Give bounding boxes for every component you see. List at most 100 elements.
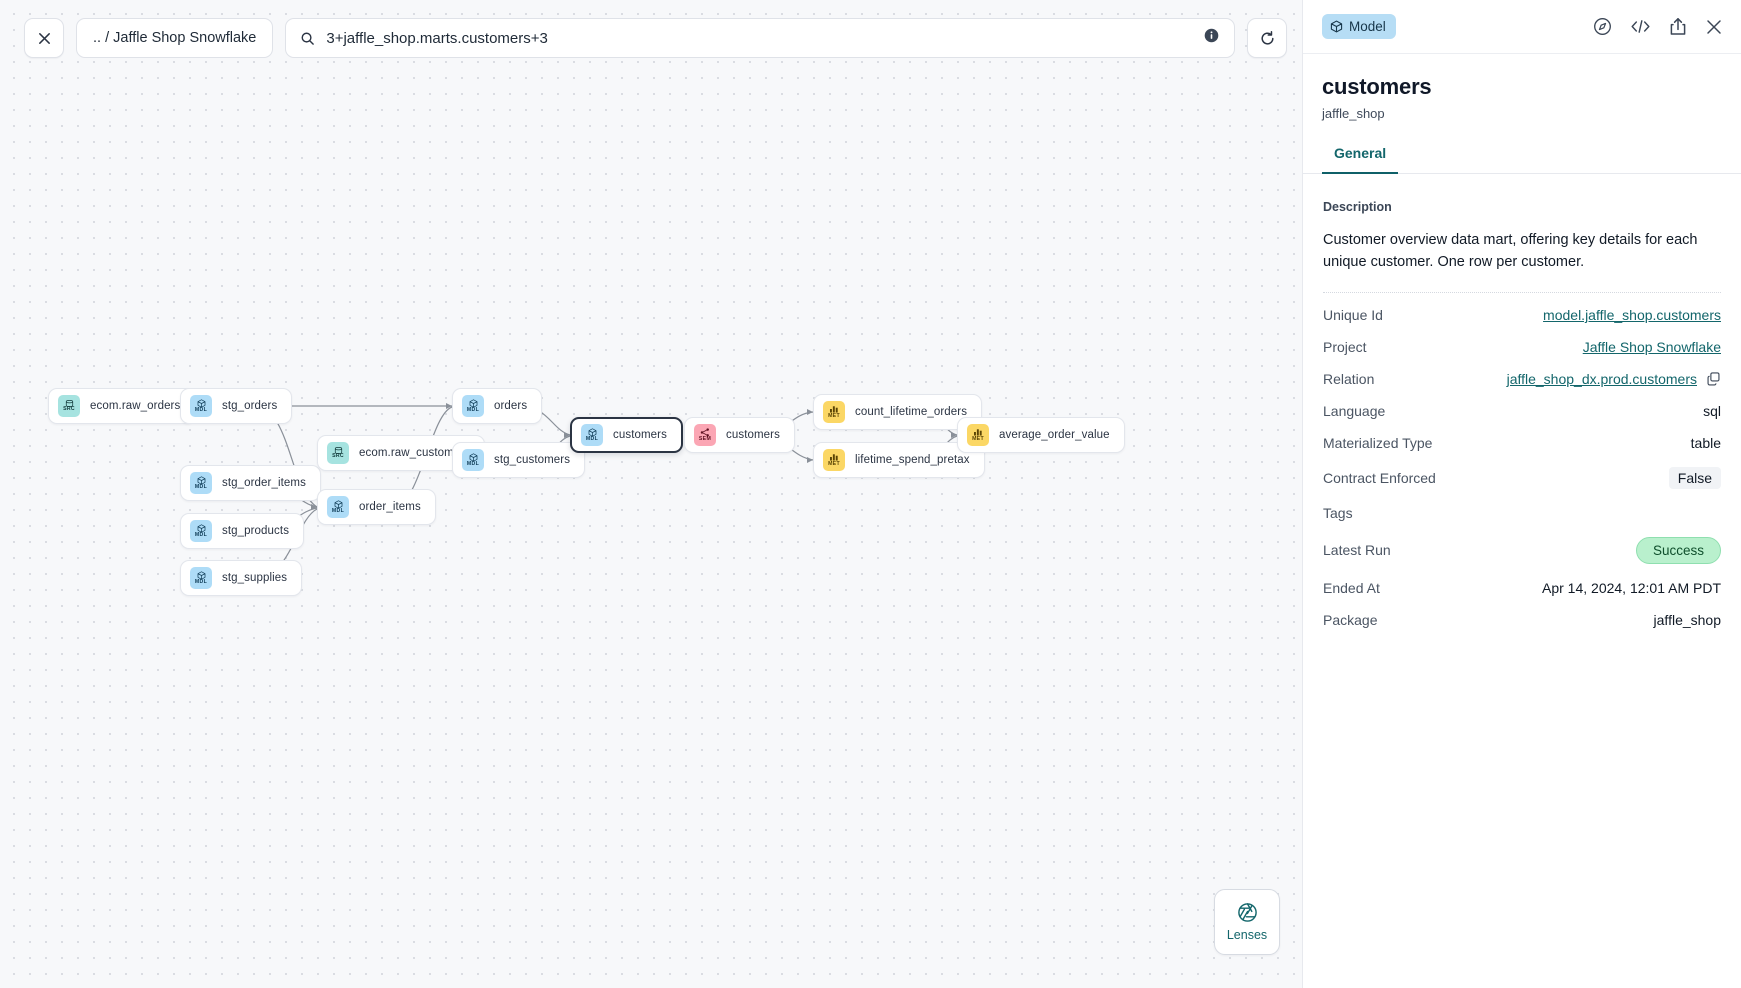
cube-icon	[469, 399, 477, 408]
share-nodes-icon	[700, 428, 709, 437]
field-key: Relation	[1323, 370, 1375, 387]
cube-icon	[197, 524, 205, 533]
metric-badge: MET	[967, 424, 989, 446]
field-key: Package	[1323, 611, 1378, 628]
detail-tabs: General	[1303, 145, 1741, 174]
graph-node-customers-model-selected[interactable]: MDL customers	[570, 417, 683, 453]
close-icon	[38, 32, 50, 44]
field-key: Materialized Type	[1323, 434, 1433, 451]
lineage-search-value: 3+jaffle_shop.marts.customers+3	[326, 29, 548, 47]
field-value: jaffle_shop_dx.prod.customers	[1507, 371, 1721, 387]
info-icon	[1205, 28, 1219, 43]
database-icon	[334, 446, 342, 454]
cube-icon	[469, 453, 477, 462]
node-label: stg_order_items	[222, 477, 306, 489]
unique-id-link[interactable]: model.jaffle_shop.customers	[1543, 306, 1721, 323]
canvas-toolbar: .. / Jaffle Shop Snowflake 3+jaffle_shop…	[24, 18, 1288, 58]
field-row-project: Project Jaffle Shop Snowflake	[1323, 331, 1721, 363]
cube-icon	[588, 428, 596, 437]
model-badge: MDL	[190, 567, 212, 589]
graph-node-stg-order-items[interactable]: MDL stg_order_items	[180, 465, 321, 501]
node-label: stg_products	[222, 525, 290, 537]
field-key: Tags	[1323, 504, 1353, 521]
aperture-icon	[1237, 903, 1257, 922]
cube-icon	[197, 571, 205, 580]
code-icon	[1631, 20, 1650, 33]
explore-button[interactable]	[1593, 17, 1612, 36]
graph-node-stg-products[interactable]: MDL stg_products	[180, 513, 305, 549]
node-label: average_order_value	[999, 429, 1110, 441]
lenses-label: Lenses	[1226, 928, 1268, 942]
badge-text: MET	[972, 435, 984, 442]
source-badge: SRC	[58, 395, 80, 417]
cube-icon	[1330, 20, 1343, 33]
badge-text: SRC	[332, 453, 344, 460]
badge-text: MDL	[466, 461, 480, 468]
field-key: Ended At	[1323, 579, 1380, 596]
detail-panel-body: Description Customer overview data mart,…	[1303, 174, 1741, 988]
model-badge: MDL	[190, 520, 212, 542]
field-row-relation: Relation jaffle_shop_dx.prod.customers	[1323, 363, 1721, 395]
graph-node-stg-supplies[interactable]: MDL stg_supplies	[180, 560, 303, 596]
field-value: table	[1690, 434, 1721, 451]
node-type-pill[interactable]: Model	[1322, 14, 1396, 39]
view-code-button[interactable]	[1630, 18, 1651, 35]
project-link[interactable]: Jaffle Shop Snowflake	[1582, 338, 1721, 355]
panel-actions	[1593, 17, 1723, 36]
relation-link[interactable]: jaffle_shop_dx.prod.customers	[1506, 370, 1697, 387]
graph-node-stg-customers[interactable]: MDL stg_customers	[452, 442, 586, 478]
page-title: customers	[1322, 74, 1432, 99]
field-key: Language	[1323, 402, 1386, 419]
field-row-tags: Tags	[1323, 497, 1721, 529]
source-badge: SRC	[327, 442, 349, 464]
graph-node-ecom-raw-orders[interactable]: SRC ecom.raw_orders	[48, 388, 196, 424]
lineage-canvas[interactable]: .. / Jaffle Shop Snowflake 3+jaffle_shop…	[0, 0, 1302, 988]
field-key: Latest Run	[1323, 542, 1391, 559]
node-label: stg_supplies	[222, 572, 288, 584]
compass-icon	[1594, 18, 1611, 35]
lineage-search[interactable]: 3+jaffle_shop.marts.customers+3	[285, 18, 1236, 58]
bar-chart-icon	[830, 454, 838, 461]
contract-enforced-chip: False	[1668, 466, 1721, 489]
copy-relation-button[interactable]	[1706, 371, 1721, 386]
database-icon	[65, 399, 73, 407]
refresh-button[interactable]	[1247, 18, 1288, 58]
divider	[1323, 291, 1721, 293]
graph-node-customers-semantic[interactable]: SEM customers	[684, 417, 795, 453]
bar-chart-icon	[974, 429, 982, 436]
breadcrumb[interactable]: .. / Jaffle Shop Snowflake	[76, 18, 274, 58]
page-subtitle: jaffle_shop	[1322, 106, 1385, 121]
detail-panel-title-block: customers jaffle_shop	[1303, 54, 1741, 121]
model-badge: MDL	[581, 424, 603, 446]
close-graph-button[interactable]	[24, 18, 64, 58]
bar-chart-icon	[830, 406, 838, 413]
field-row-contract-enforced: Contract Enforced False	[1323, 459, 1721, 497]
badge-text: MDL	[194, 407, 208, 414]
badge-text: MET	[828, 460, 840, 467]
graph-node-stg-orders[interactable]: MDL stg_orders	[180, 388, 293, 424]
lenses-button[interactable]: Lenses	[1214, 889, 1280, 955]
node-label: customers	[613, 429, 667, 441]
graph-node-average-order-value[interactable]: MET average_order_value	[957, 417, 1125, 453]
close-panel-button[interactable]	[1705, 18, 1723, 36]
lineage-graph: SRC ecom.raw_orders MDL stg_orders	[48, 388, 1125, 596]
field-row-latest-run: Latest Run Success	[1323, 529, 1721, 572]
copy-icon	[1707, 372, 1720, 386]
model-badge: MDL	[327, 496, 349, 518]
status-badge[interactable]: Success	[1635, 536, 1721, 564]
node-label: orders	[494, 400, 528, 412]
description-label: Description	[1323, 200, 1392, 214]
field-value: Success	[1635, 536, 1721, 564]
detail-panel: Model	[1302, 0, 1741, 988]
search-info-button[interactable]	[1203, 27, 1220, 49]
share-button[interactable]	[1669, 17, 1687, 36]
node-type-label: Model	[1349, 19, 1386, 34]
graph-node-orders[interactable]: MDL orders	[452, 388, 543, 424]
tab-general[interactable]: General	[1322, 145, 1399, 174]
detail-panel-header: Model	[1303, 0, 1741, 54]
badge-text: MDL	[194, 484, 208, 491]
badge-text: MDL	[194, 532, 208, 539]
graph-node-order-items[interactable]: MDL order_items	[317, 489, 436, 525]
node-label: stg_customers	[494, 454, 571, 466]
